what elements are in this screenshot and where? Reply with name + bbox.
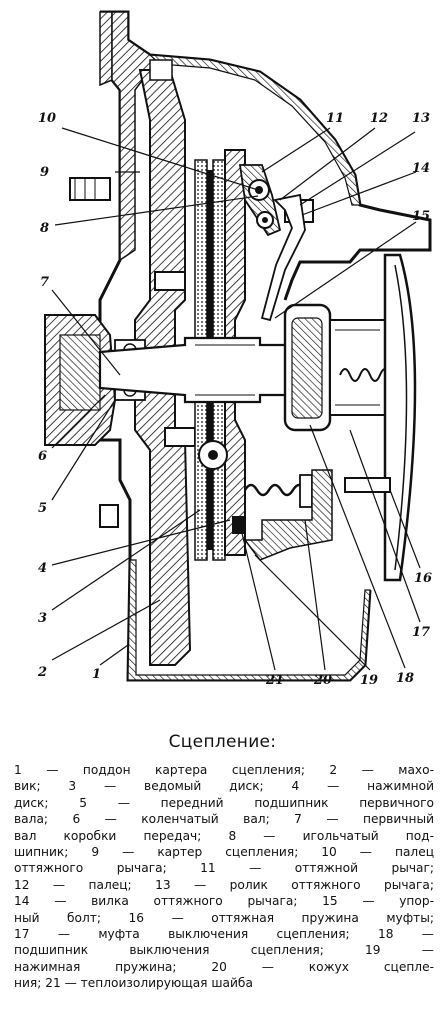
legend-line: вала; 6 — коленчатый вал; 7 — первичный <box>14 812 434 827</box>
legend-line: ный болт; 16 — оттяжная пружина муфты; <box>14 910 434 925</box>
legend-line: 17 — муфта выключения сцепления; 18 — <box>14 927 434 942</box>
callout-15: 15 <box>412 209 430 224</box>
legend-line: оттяжного рычага; 11 — оттяжной рычаг; <box>14 861 434 876</box>
clutch-cross-section-drawing: 10 9 8 11 12 13 14 15 7 6 5 4 3 2 1 21 2… <box>37 10 432 688</box>
callout-2: 2 <box>37 665 47 680</box>
callout-4: 4 <box>38 561 47 576</box>
clutch-cover <box>232 469 333 561</box>
needle-bearing <box>198 440 228 470</box>
legend-line: подшипник выключения сцепления; 19 — <box>14 943 434 958</box>
callout-9: 9 <box>40 165 49 180</box>
legend-line: вал коробки передач; 8 — игольчатый под- <box>14 828 434 843</box>
callout-14: 14 <box>412 161 430 176</box>
legend-line: нажимная пружина; 20 — кожух сцепле- <box>14 959 434 974</box>
callout-10: 10 <box>38 111 56 126</box>
flywheel-bolts <box>69 177 196 528</box>
figure-caption-title: Сцепление: <box>168 732 277 752</box>
callout-11: 11 <box>326 111 344 126</box>
legend-line: шипник; 9 — картер сцепления; 10 — палец <box>14 845 434 860</box>
callout-21: 21 <box>265 673 284 688</box>
pressure-spring <box>243 474 313 508</box>
callout-numbers: 10 9 8 11 12 13 14 15 7 6 5 4 3 2 1 21 2… <box>37 111 432 688</box>
callout-7: 7 <box>40 275 49 290</box>
callout-13: 13 <box>412 111 430 126</box>
callout-18: 18 <box>396 671 414 686</box>
callout-1: 1 <box>92 667 101 682</box>
legend-line: вик; 3 — ведомый диск; 4 — нажимной <box>14 779 434 794</box>
legend-line: ния; 21 — теплоизолирующая шайба <box>14 976 253 991</box>
release-fork <box>260 193 306 322</box>
callout-8: 8 <box>40 221 49 236</box>
legend-line: 14 — вилка оттяжного рычага; 15 — упор- <box>14 894 434 909</box>
callout-16: 16 <box>414 571 432 586</box>
crankshaft <box>44 314 117 446</box>
callout-6: 6 <box>38 449 47 464</box>
callout-20: 20 <box>313 673 332 688</box>
leader-lines <box>51 127 421 671</box>
figure-legend: 1 — поддон картера сцепления; 2 — махо- … <box>14 762 434 992</box>
gearbox-front-cover <box>344 253 417 582</box>
legend-line: диск; 5 — передний подшипник первичного <box>14 795 434 810</box>
callout-12: 12 <box>370 111 388 126</box>
callout-17: 17 <box>412 625 430 640</box>
clutch-housing <box>58 10 432 682</box>
legend-line: 12 — палец; 13 — ролик оттяжного рычага; <box>14 877 434 892</box>
legend-line: 1 — поддон картера сцепления; 2 — махо- <box>14 763 434 777</box>
callout-5: 5 <box>38 501 47 516</box>
callout-19: 19 <box>360 673 378 688</box>
callout-3: 3 <box>38 611 47 626</box>
release-bearing <box>283 303 386 432</box>
